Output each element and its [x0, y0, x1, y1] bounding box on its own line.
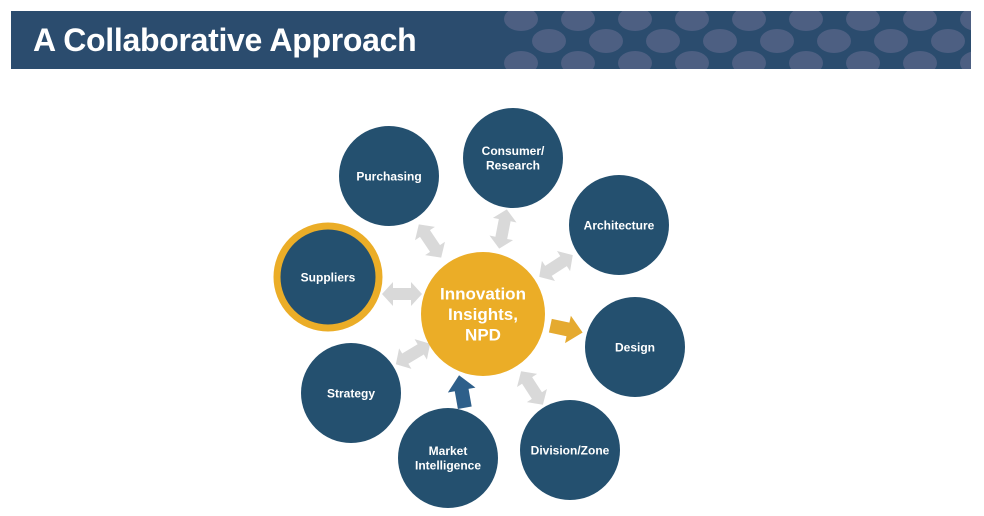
- speech-bubble-shape: [732, 51, 766, 69]
- speech-bubble-shape: [760, 29, 794, 53]
- node-consumer: Consumer/Research: [463, 108, 563, 208]
- speech-bubble-shape: [732, 11, 766, 31]
- speech-bubble-shape: [504, 11, 538, 31]
- node-label: Strategy: [327, 386, 375, 400]
- speech-bubble-shape: [960, 11, 971, 31]
- arrow-from-market: [445, 372, 479, 411]
- node-circle: [569, 175, 669, 275]
- node-circle: [585, 297, 685, 397]
- double-arrow-suppliers: [382, 282, 422, 306]
- speech-bubble-shape: [817, 29, 851, 53]
- node-label: Market: [429, 444, 468, 458]
- speech-bubble-shape: [504, 51, 538, 69]
- node-label: Research: [486, 159, 540, 173]
- speech-bubble-shape: [618, 11, 652, 31]
- double-arrow-consumer: [487, 207, 519, 251]
- speech-bubble-shape: [646, 29, 680, 53]
- speech-bubble-shape: [789, 11, 823, 31]
- node-label: Architecture: [584, 218, 655, 232]
- node-circle: [463, 108, 563, 208]
- node-design: Design: [585, 297, 685, 397]
- speech-bubble-shape: [903, 11, 937, 31]
- speech-bubble-shape: [703, 29, 737, 53]
- speech-bubble-shape: [675, 51, 709, 69]
- speech-bubble-pattern: [504, 11, 971, 69]
- title-banner: A Collaborative Approach: [11, 11, 971, 69]
- node-circle-highlighted: [273, 222, 383, 332]
- node-label: Suppliers: [301, 270, 356, 284]
- double-arrow-architecture: [532, 245, 580, 287]
- speech-bubble-shape: [960, 51, 971, 69]
- node-label: Intelligence: [415, 459, 481, 473]
- speech-bubble-shape: [561, 11, 595, 31]
- node-circle: [339, 126, 439, 226]
- double-arrow-division: [511, 364, 553, 412]
- node-label: Innovation: [440, 285, 526, 304]
- speech-bubble-shape: [874, 29, 908, 53]
- page-title: A Collaborative Approach: [33, 22, 417, 58]
- speech-bubble-shape: [903, 51, 937, 69]
- node-label: Insights,: [448, 305, 518, 324]
- node-strategy: Strategy: [301, 343, 401, 443]
- node-label: Consumer/: [482, 144, 545, 158]
- speech-bubble-shape: [931, 29, 965, 53]
- node-label: Division/Zone: [531, 443, 610, 457]
- speech-bubble-shape: [561, 51, 595, 69]
- speech-bubble-shape: [532, 29, 566, 53]
- node-label: NPD: [465, 326, 501, 345]
- arrow-to-design: [547, 311, 586, 347]
- node-purchasing: Purchasing: [339, 126, 439, 226]
- speech-bubble-shape: [789, 51, 823, 69]
- speech-bubble-shape: [846, 51, 880, 69]
- node-circle: [520, 400, 620, 500]
- node-label: Design: [615, 340, 655, 354]
- node-division: Division/Zone: [520, 400, 620, 500]
- node-label: Purchasing: [356, 169, 421, 183]
- node-suppliers: Suppliers: [273, 222, 383, 332]
- speech-bubble-shape: [846, 11, 880, 31]
- node-architecture: Architecture: [569, 175, 669, 275]
- node-circle: [301, 343, 401, 443]
- speech-bubble-shape: [675, 11, 709, 31]
- speech-bubble-shape: [618, 51, 652, 69]
- double-arrow-purchasing: [408, 217, 452, 265]
- speech-bubble-shape: [589, 29, 623, 53]
- node-circle: [398, 408, 498, 508]
- node-circle: [421, 252, 545, 376]
